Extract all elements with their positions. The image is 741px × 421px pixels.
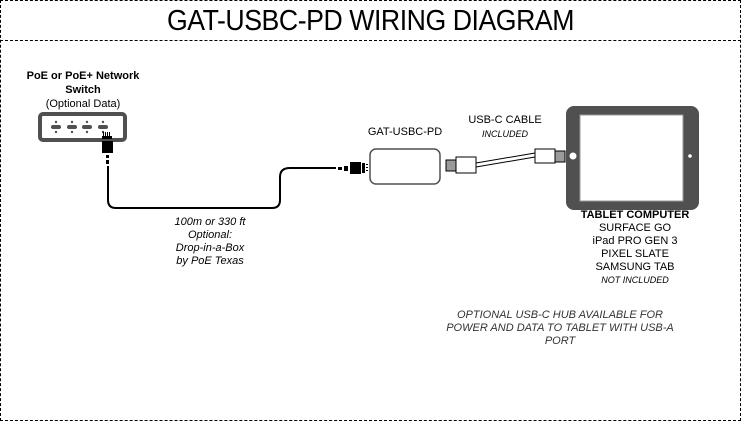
- gat-usbc-pd-device: [369, 148, 441, 185]
- title-bar: GAT-USBC-PD WIRING DIAGRAM: [0, 0, 741, 41]
- rj45-plug-icon: [338, 162, 368, 174]
- cable-product-name: Drop-in-a-Box: [175, 242, 245, 254]
- switch-port: [67, 120, 77, 134]
- tablet-model: SURFACE GO: [598, 222, 672, 234]
- usb-c-cable: [475, 152, 536, 168]
- tablet-model: SAMSUNG TAB: [595, 261, 675, 273]
- device-label: GAT-USBC-PD: [367, 126, 443, 138]
- switch-note: (Optional Data): [45, 98, 121, 110]
- usb-c-plug-icon: [445, 156, 477, 174]
- usb-cable-note: INCLUDED: [481, 129, 528, 139]
- tablet-icon: [566, 106, 699, 210]
- switch-label-line1: PoE or PoE+ Network: [26, 70, 140, 82]
- cable-vendor: by PoE Texas: [176, 255, 244, 267]
- hub-note-line3: PORT: [544, 335, 576, 347]
- tablet-not-included-note: NOT INCLUDED: [601, 275, 669, 285]
- switch-ports: [51, 120, 108, 134]
- usb-cable-label: USB-C CABLE: [468, 114, 542, 126]
- switch-port: [82, 120, 92, 134]
- tablet-model: iPad PRO GEN 3: [592, 235, 678, 247]
- network-switch-icon: [38, 112, 127, 142]
- cable-length-note: 100m or 330 ft: [174, 216, 246, 228]
- tablet-model: PIXEL SLATE: [601, 248, 669, 260]
- hub-note-line2: POWER AND DATA TO TABLET WITH USB-A: [446, 322, 674, 334]
- hub-note-line1: OPTIONAL USB-C HUB AVAILABLE FOR: [456, 309, 663, 321]
- switch-port: [51, 120, 61, 134]
- tablet-heading: TABLET COMPUTER: [580, 209, 690, 221]
- ethernet-cable: [107, 166, 336, 209]
- diagram-title: GAT-USBC-PD WIRING DIAGRAM: [166, 5, 575, 37]
- usb-c-plug-icon: [534, 148, 566, 164]
- rj45-plug-icon: [102, 132, 113, 164]
- cable-optional-label: Optional:: [187, 229, 233, 241]
- switch-label-line2: Switch: [65, 84, 101, 96]
